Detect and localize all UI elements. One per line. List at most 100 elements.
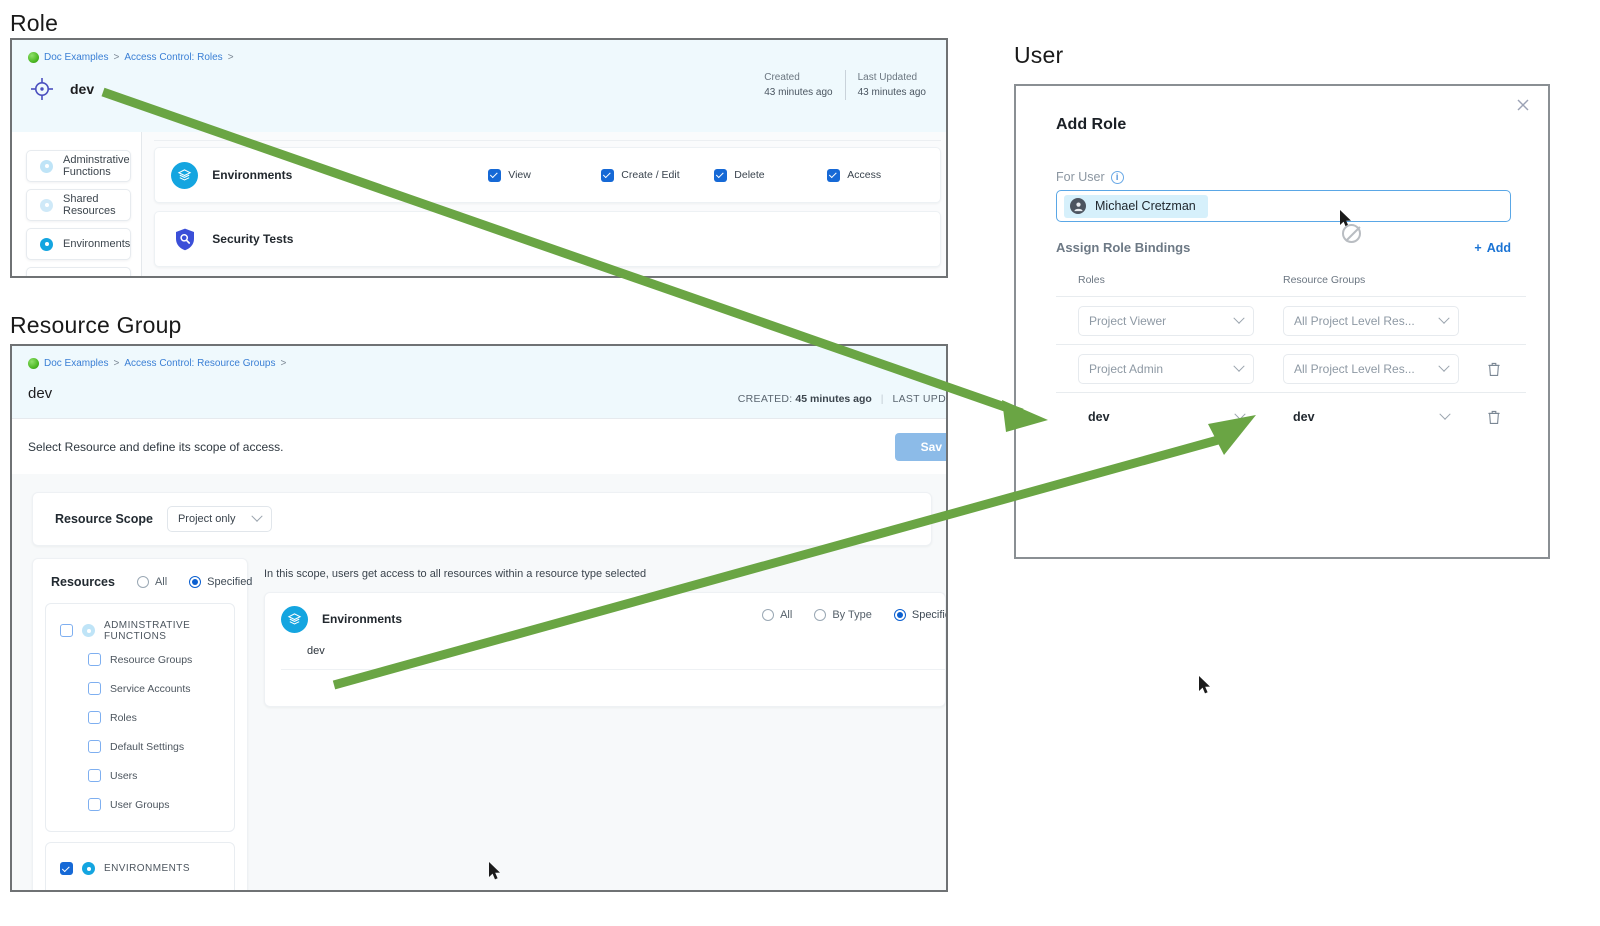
resources-option-specified[interactable]: Specified [189,576,252,588]
environments-card-name: Environments [322,612,403,626]
breadcrumb-root[interactable]: Doc Examples [44,358,109,369]
resource-line-service-accounts[interactable]: Service Accounts [46,674,234,703]
mouse-cursor [1199,676,1212,695]
resource-group-subtitle: Select Resource and define its scope of … [28,439,284,454]
role-category-label: Environments [63,238,131,250]
table-row[interactable]: Project Viewer All Project Level Res... [1056,296,1526,344]
resource-group-label: ENVIRONMENTS [104,863,190,874]
role-created-label: Created [764,72,800,83]
env-option-label: All [780,609,793,621]
radio-icon[interactable] [893,609,906,621]
role-name: dev [70,81,95,97]
close-icon[interactable] [1515,97,1531,113]
breadcrumb-separator-2: > [227,52,234,63]
delete-row-icon[interactable] [1487,409,1501,425]
checkbox-icon[interactable] [88,653,101,666]
env-option-specified[interactable]: Specifie [893,609,946,621]
checkbox-icon[interactable] [88,740,101,753]
resource-group-content: Resource Scope Project only Resources Al… [12,474,946,890]
checkbox-icon[interactable] [88,682,101,695]
resource-detail-column: In this scope, users get access to all r… [248,558,946,890]
breadcrumb-separator: > [113,358,120,369]
role-body: Adminstrative Functions Shared Resources… [12,132,946,276]
checkbox-icon[interactable] [827,168,841,182]
role-select[interactable]: Project Viewer [1078,305,1254,336]
rg-created-label: CREATED: [737,393,793,405]
checkbox-icon[interactable] [88,798,101,811]
role-category-administrative-functions[interactable]: Adminstrative Functions [26,150,132,182]
no-drop-cursor-icon [1342,224,1361,243]
resource-group-value: All Project Level Res... [1294,361,1415,376]
permission-row-environments[interactable]: Environments View Create / Edit Delet [154,147,942,203]
role-title-row: dev [28,75,946,103]
checkbox-icon[interactable] [88,769,101,782]
resource-group-select[interactable]: All Project Level Res... [1283,353,1459,384]
role-select[interactable]: Project Admin [1078,353,1254,384]
info-icon[interactable]: i [1110,170,1124,184]
env-option-label: By Type [832,609,872,621]
role-bindings-table: Roles Resource Groups Project Viewer All… [1056,268,1526,440]
checkbox-icon[interactable] [714,168,728,182]
role-permission-list: Environments View Create / Edit Delet [142,132,946,276]
breadcrumb-level2[interactable]: Access Control: Roles [124,52,223,63]
checkbox-icon[interactable] [60,624,73,637]
resource-line-resource-groups[interactable]: Resource Groups [46,645,234,674]
chevron-down-icon [1438,360,1450,372]
detail-hint: In this scope, users get access to all r… [264,568,647,580]
role-category-environments[interactable]: Environments [26,228,132,260]
breadcrumb-level2[interactable]: Access Control: Resource Groups [124,358,276,369]
permission-check-create-edit[interactable]: Create / Edit [601,168,714,182]
delete-row-icon[interactable] [1487,361,1501,377]
project-dot-icon [28,358,39,369]
radio-icon[interactable] [762,609,775,621]
radio-icon[interactable] [136,576,149,588]
resource-group-section-caption: Resource Group [10,312,182,338]
environments-selected-item[interactable]: dev [307,645,325,657]
role-category-shared-resources[interactable]: Shared Resources [26,189,132,221]
table-row[interactable]: dev dev [1056,392,1526,440]
resource-line-administrative-functions[interactable]: ADMINSTRATIVE FUNCTIONS [46,616,234,645]
permission-check-label: Create / Edit [621,169,680,181]
resource-line-roles[interactable]: Roles [46,703,234,732]
resource-line-default-settings[interactable]: Default Settings [46,732,234,761]
resource-scope-select[interactable]: Project only [166,506,273,532]
category-dot-icon [40,198,53,212]
role-meta: Created 43 minutes ago Last Updated 43 m… [752,70,938,100]
resources-option-all[interactable]: All [136,576,167,588]
radio-icon[interactable] [189,576,202,588]
user-chip[interactable]: Michael Cretzman [1064,194,1208,218]
checkbox-icon[interactable] [601,168,615,182]
permission-check-access[interactable]: Access [827,168,940,182]
role-breadcrumb[interactable]: Doc Examples > Access Control: Roles > [28,52,946,63]
resource-scope-value: Project only [177,513,236,525]
role-select[interactable]: dev [1078,402,1254,432]
role-category-partial[interactable] [26,267,132,276]
env-option-all[interactable]: All [762,609,792,621]
column-header-roles: Roles [1078,274,1105,286]
resource-line-users[interactable]: Users [46,761,234,790]
add-binding-button[interactable]: + Add [1474,241,1511,255]
checkbox-icon[interactable] [88,711,101,724]
resource-child-label: Resource Groups [110,653,193,666]
resource-group-select[interactable]: dev [1283,402,1459,432]
resource-line-environments[interactable]: ENVIRONMENTS [46,854,234,883]
resource-group-select[interactable]: All Project Level Res... [1283,305,1459,336]
permission-check-view[interactable]: View [488,168,601,182]
radio-icon[interactable] [814,609,827,621]
permission-check-label: Access [847,169,882,181]
resource-group-breadcrumb[interactable]: Doc Examples > Access Control: Resource … [28,358,946,369]
permission-check-delete[interactable]: Delete [714,168,827,182]
user-select-field[interactable]: Michael Cretzman [1056,190,1511,222]
table-row[interactable]: Project Admin All Project Level Res... [1056,344,1526,392]
checkbox-icon[interactable] [60,862,73,875]
rg-created-value: 45 minutes ago [795,393,872,405]
env-option-by-type[interactable]: By Type [814,609,872,621]
permission-row-security-tests[interactable]: Security Tests [154,211,942,267]
administrative-functions-group: ADMINSTRATIVE FUNCTIONS Resource Groups … [45,603,235,832]
breadcrumb-root[interactable]: Doc Examples [44,52,109,63]
save-button[interactable]: Sav [894,433,946,461]
checkbox-icon[interactable] [488,168,502,182]
resource-line-user-groups[interactable]: User Groups [46,790,234,819]
chevron-down-icon [1439,408,1451,420]
role-updated-value: 43 minutes ago [857,87,926,98]
